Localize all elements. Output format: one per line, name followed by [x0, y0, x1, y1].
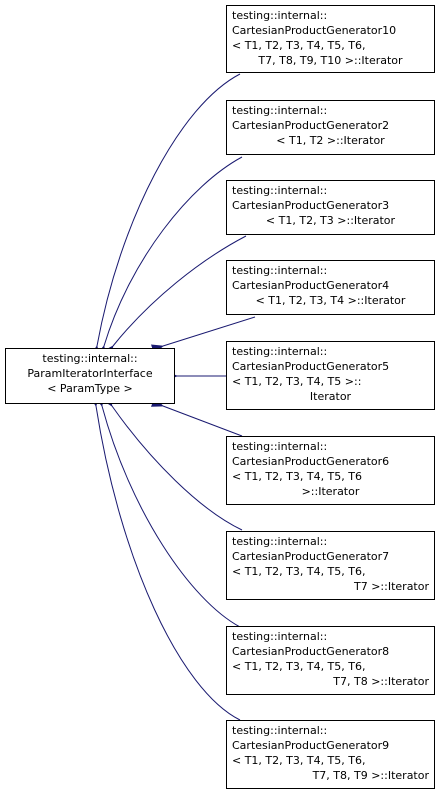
base-line-1: testing::internal:: [42, 352, 138, 365]
edge-generator6 [150, 397, 243, 437]
class-node-cartesian-product-generator10[interactable]: testing::internal:: CartesianProductGene… [226, 5, 435, 73]
class-node-cartesian-product-generator6[interactable]: testing::internal:: CartesianProductGene… [226, 436, 435, 505]
g10-line-2: CartesianProductGenerator10 [232, 24, 397, 37]
edge-generator3 [102, 235, 247, 358]
g5-line-2: CartesianProductGenerator5 [232, 360, 390, 373]
g2-line-3: < T1, T2 >::Iterator [276, 134, 385, 147]
g5-line-4: Iterator [309, 390, 352, 403]
class-node-cartesian-product-generator7[interactable]: testing::internal:: CartesianProductGene… [226, 531, 435, 600]
g6-line-3: < T1, T2, T3, T4, T5, T6 [232, 470, 362, 483]
g6-line-2: CartesianProductGenerator6 [232, 455, 390, 468]
class-node-cartesian-product-generator2[interactable]: testing::internal:: CartesianProductGene… [226, 100, 435, 155]
edge-generator10 [90, 73, 241, 358]
g8-line-3: < T1, T2, T3, T4, T5, T6, [232, 660, 366, 673]
g4-line-2: CartesianProductGenerator4 [232, 279, 390, 292]
g2-line-1: testing::internal:: [232, 104, 328, 117]
g8-line-1: testing::internal:: [232, 630, 328, 643]
g9-line-4: T7, T8, T9 >::Iterator [312, 769, 429, 782]
g6-line-1: testing::internal:: [232, 440, 328, 453]
class-node-cartesian-product-generator9[interactable]: testing::internal:: CartesianProductGene… [226, 720, 435, 789]
edge-generator2 [96, 156, 243, 358]
g7-line-2: CartesianProductGenerator7 [232, 550, 390, 563]
base-line-2: ParamIteratorInterface [27, 367, 153, 380]
class-node-param-iterator-interface[interactable]: testing::internal:: ParamIteratorInterfa… [5, 348, 175, 404]
class-node-cartesian-product-generator8[interactable]: testing::internal:: CartesianProductGene… [226, 626, 435, 695]
g8-line-4: T7, T8 >::Iterator [333, 675, 429, 688]
edge-generator4 [151, 316, 256, 355]
edge-generator9 [89, 394, 241, 721]
g9-line-1: testing::internal:: [232, 724, 328, 737]
inheritance-edges [89, 73, 256, 721]
class-node-cartesian-product-generator3[interactable]: testing::internal:: CartesianProductGene… [226, 180, 435, 235]
edge-generator8 [94, 394, 241, 628]
g3-line-2: CartesianProductGenerator3 [232, 199, 390, 212]
g4-line-1: testing::internal:: [232, 264, 328, 277]
g3-line-3: < T1, T2, T3 >::Iterator [265, 214, 396, 227]
g7-line-3: < T1, T2, T3, T4, T5, T6, [232, 565, 366, 578]
edge-generator7 [101, 394, 243, 531]
g9-line-2: CartesianProductGenerator9 [232, 739, 390, 752]
g10-line-3: < T1, T2, T3, T4, T5, T6, [232, 39, 366, 52]
base-line-3: < ParamType > [47, 382, 133, 395]
g5-line-3: < T1, T2, T3, T4, T5 >:: [232, 375, 362, 388]
g7-line-4: T7 >::Iterator [354, 580, 429, 593]
g4-line-3: < T1, T2, T3, T4 >::Iterator [255, 294, 406, 307]
g10-line-4: T7, T8, T9, T10 >::Iterator [258, 54, 403, 67]
g5-line-1: testing::internal:: [232, 345, 328, 358]
g6-line-4: >::Iterator [301, 485, 360, 498]
class-node-cartesian-product-generator5[interactable]: testing::internal:: CartesianProductGene… [226, 341, 435, 410]
g10-line-1: testing::internal:: [232, 9, 328, 22]
g2-line-2: CartesianProductGenerator2 [232, 119, 390, 132]
g7-line-1: testing::internal:: [232, 535, 328, 548]
g9-line-3: < T1, T2, T3, T4, T5, T6, [232, 754, 366, 767]
class-node-cartesian-product-generator4[interactable]: testing::internal:: CartesianProductGene… [226, 260, 435, 315]
g8-line-2: CartesianProductGenerator8 [232, 645, 390, 658]
g3-line-1: testing::internal:: [232, 184, 328, 197]
